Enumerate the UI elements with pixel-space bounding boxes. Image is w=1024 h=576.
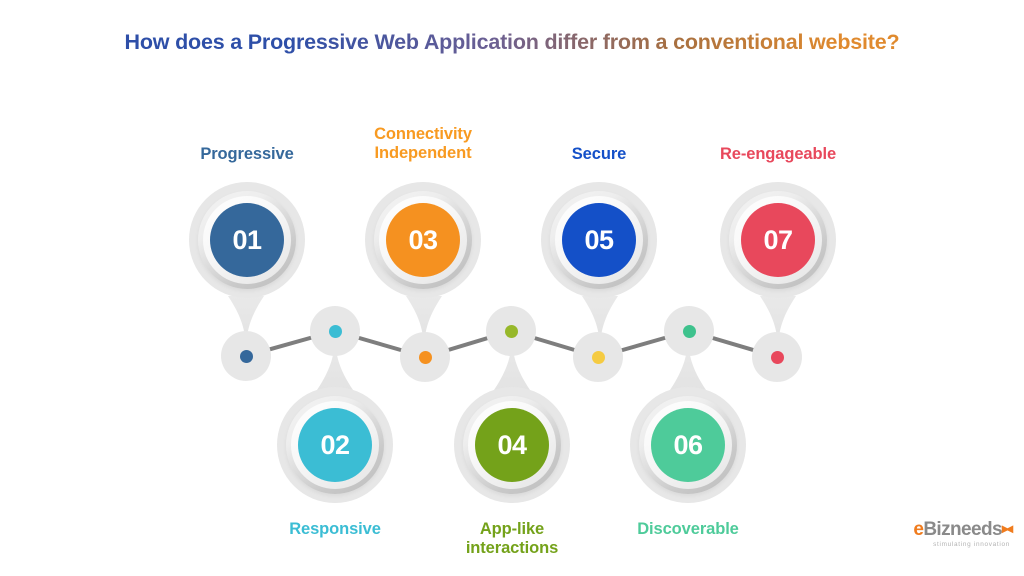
node-02-disc: 02 [298, 408, 372, 482]
hub-04-dot [504, 324, 518, 338]
node-02-ring-inner: 02 [291, 401, 379, 489]
node-label-06-text: Discoverable [637, 520, 739, 538]
logo-bracket-icon: ▸◂ [1001, 520, 1013, 536]
node-06-disc: 06 [651, 408, 725, 482]
hub-07-dot [770, 350, 784, 364]
node-07-disc: 07 [741, 203, 815, 277]
hub-07[interactable] [752, 332, 802, 382]
node-04-ring-inner: 04 [468, 401, 556, 489]
node-label-07-text: Re-engageable [719, 145, 837, 163]
node-05-ring-mid: 05 [550, 191, 648, 289]
node-label-02-text: Responsive [289, 520, 381, 538]
hub-06[interactable] [664, 306, 714, 356]
node-02-ring-mid: 02 [286, 396, 384, 494]
hub-02-dot [328, 324, 342, 338]
hub-06-dot [682, 324, 696, 338]
logo-rest: Bizneeds [923, 519, 1002, 540]
node-01-ring-mid: 01 [198, 191, 296, 289]
hub-03-dot [418, 350, 432, 364]
node-01-disc: 01 [210, 203, 284, 277]
node-04-ring-mid: 04 [463, 396, 561, 494]
node-02-number: 02 [320, 429, 350, 460]
node-06-number: 06 [673, 429, 703, 460]
hub-01[interactable] [221, 331, 271, 381]
node-01-number: 01 [232, 224, 262, 255]
logo-tagline: stimulating innovation [933, 541, 1010, 548]
hub-05-dot [591, 350, 605, 364]
node-03-disc: 03 [386, 203, 460, 277]
node-05[interactable]: 05 [541, 182, 657, 298]
hub-05[interactable] [573, 332, 623, 382]
node-01[interactable]: 01 [189, 182, 305, 298]
node-03-ring-mid: 03 [374, 191, 472, 289]
hub-01-dot [239, 349, 253, 363]
hub-02[interactable] [310, 306, 360, 356]
node-05-number: 05 [584, 224, 614, 255]
node-07-number: 07 [763, 224, 793, 255]
node-label-05: Secure [484, 145, 714, 164]
node-03[interactable]: 03 [365, 182, 481, 298]
node-label-06: Discoverable [573, 520, 803, 539]
node-label-01-text: Progressive [200, 145, 294, 163]
node-03-ring-inner: 03 [379, 196, 467, 284]
hub-04[interactable] [486, 306, 536, 356]
node-04-disc: 04 [475, 408, 549, 482]
node-05-ring-inner: 05 [555, 196, 643, 284]
node-05-disc: 05 [562, 203, 636, 277]
node-label-02: Responsive [220, 520, 450, 539]
node-07-ring-mid: 07 [729, 191, 827, 289]
page-title: How does a Progressive Web Application d… [0, 30, 1024, 55]
node-06-ring-inner: 06 [644, 401, 732, 489]
ebizneeds-logo[interactable]: eBizneeds▸◂ stimulating innovation [890, 519, 1013, 558]
node-label-01: Progressive [132, 145, 362, 164]
logo-e: e [913, 519, 924, 540]
node-04-number: 04 [497, 429, 527, 460]
node-07-ring-inner: 07 [734, 196, 822, 284]
node-03-number: 03 [408, 224, 438, 255]
node-04[interactable]: 04 [454, 387, 570, 503]
node-07[interactable]: 07 [720, 182, 836, 298]
node-02[interactable]: 02 [277, 387, 393, 503]
node-06[interactable]: 06 [630, 387, 746, 503]
node-label-07: Re-engageable [663, 145, 893, 164]
hub-03[interactable] [400, 332, 450, 382]
logo-wordmark: eBizneeds▸◂ [890, 519, 1013, 540]
node-06-ring-mid: 06 [639, 396, 737, 494]
node-label-05-text: Secure [571, 145, 627, 163]
node-01-ring-inner: 01 [203, 196, 291, 284]
